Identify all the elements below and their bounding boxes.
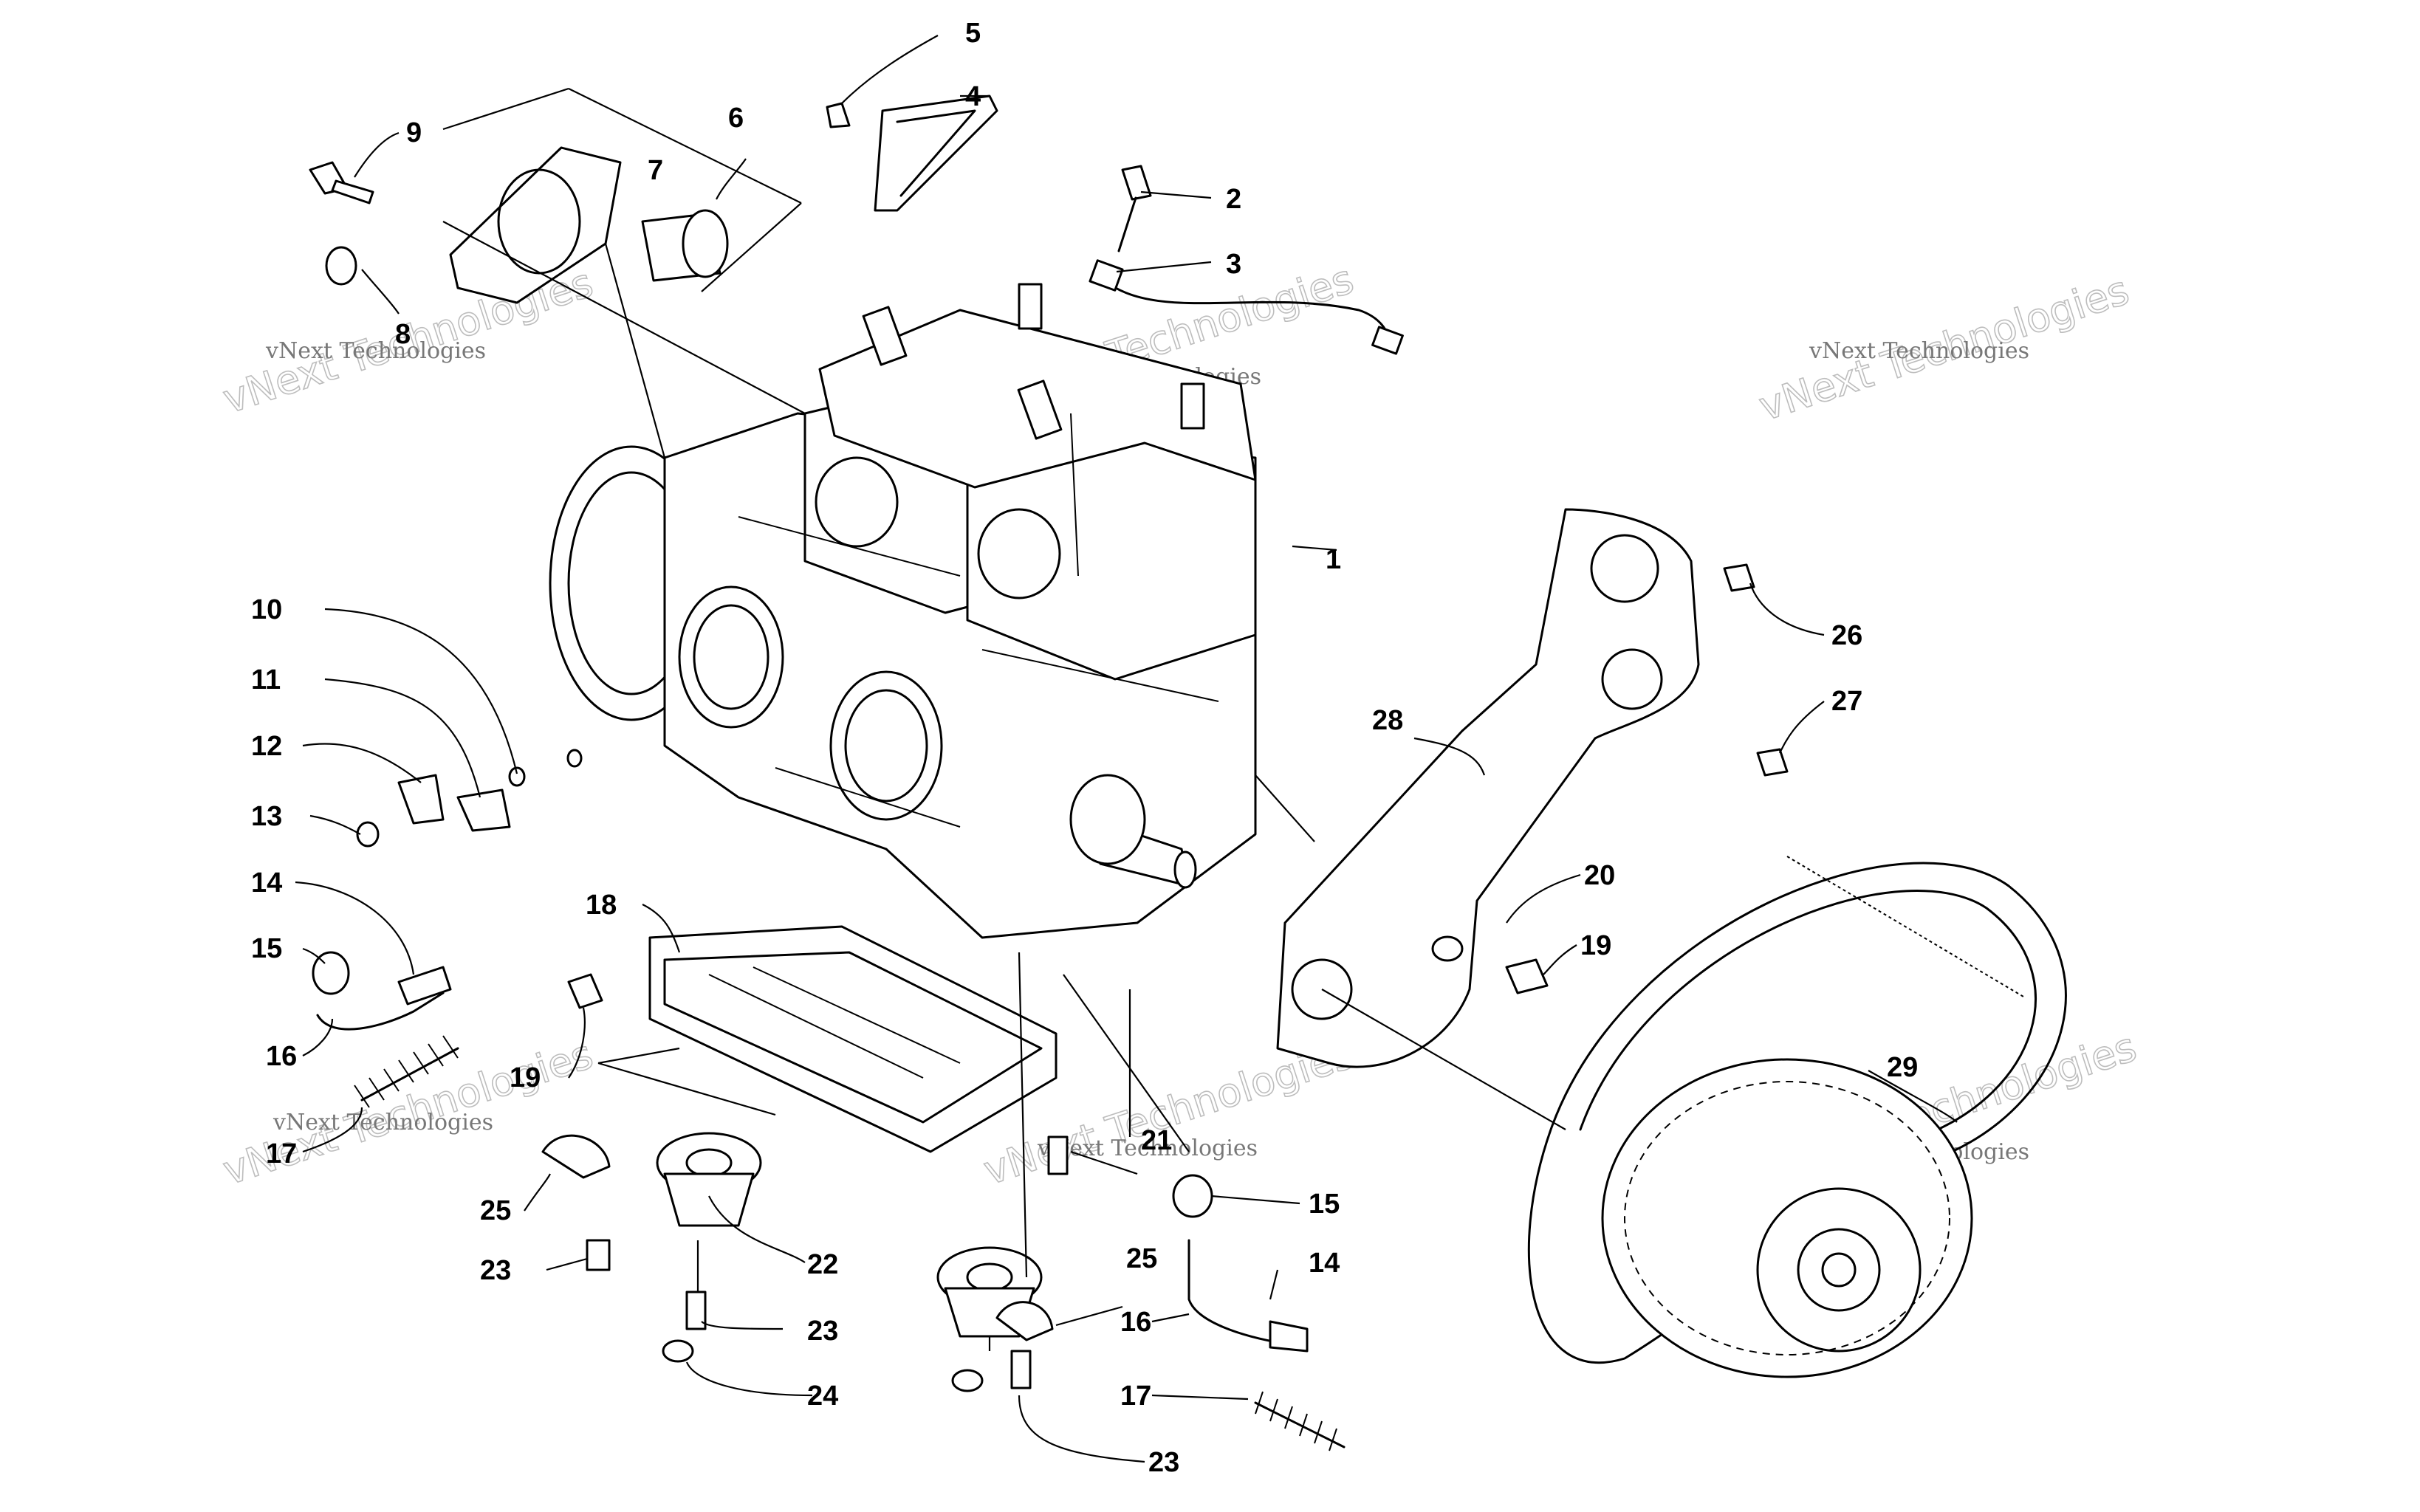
callout-14b: 14 (1309, 1248, 1340, 1279)
watermark-small: vNext Technologies (272, 1110, 493, 1135)
callout-18: 18 (586, 890, 617, 921)
callout-4: 4 (965, 81, 981, 112)
callout-23c: 23 (1148, 1447, 1179, 1478)
bolt (1756, 748, 1789, 777)
watermark-small: vNext Technologies (265, 338, 486, 364)
hose-cap (312, 951, 350, 995)
callout-15: 15 (251, 933, 282, 964)
clamp (397, 774, 445, 825)
callout-12: 12 (251, 731, 282, 762)
bushing (325, 246, 357, 286)
skid-plate (648, 925, 1058, 1153)
bolt (685, 1291, 707, 1330)
left-parts (309, 146, 729, 1108)
spark-plug (862, 306, 908, 366)
drive-belt (1527, 862, 2067, 1364)
recoil-handle (874, 94, 998, 212)
callout-21: 21 (1141, 1125, 1172, 1156)
right-hose-parts (1172, 1174, 1346, 1451)
callout-28: 28 (1372, 705, 1403, 736)
callout-27: 27 (1831, 686, 1862, 717)
callout-15b: 15 (1309, 1189, 1340, 1220)
callout-22: 22 (807, 1249, 838, 1280)
callout-labels: 1 2 3 4 5 6 7 8 9 10 11 12 13 14 15 16 1… (251, 18, 1918, 1478)
bolt (586, 1239, 611, 1271)
callout-19: 19 (510, 1062, 541, 1093)
engine-assembly (549, 94, 1404, 939)
hose-fitting (1269, 1320, 1309, 1353)
callout-8: 8 (395, 319, 411, 350)
callout-10: 10 (251, 594, 282, 625)
nut (356, 821, 380, 848)
callout-14: 14 (251, 867, 282, 898)
callout-19b: 19 (1580, 930, 1611, 961)
callout-7: 7 (648, 155, 663, 186)
callout-23: 23 (480, 1255, 511, 1286)
pto-flange (1069, 774, 1146, 865)
callout-6: 6 (728, 103, 744, 134)
callout-24: 24 (807, 1381, 838, 1412)
bolt (1505, 958, 1549, 994)
washer (662, 1339, 694, 1363)
leader-lines (295, 35, 1958, 1463)
clamp (541, 1134, 611, 1179)
clamp (995, 1301, 1054, 1341)
bolt (1010, 1350, 1032, 1389)
callout-25: 25 (480, 1195, 511, 1226)
bolt (1723, 563, 1755, 592)
engine-mounts (541, 1132, 1069, 1392)
clutch-sheave (1601, 1058, 1973, 1378)
washer (1431, 935, 1464, 962)
spark-plug (1018, 283, 1043, 330)
callout-11: 11 (251, 664, 281, 695)
callout-25b: 25 (1126, 1243, 1157, 1274)
callout-17b: 17 (1120, 1381, 1151, 1412)
watermark-small: vNext Technologies (1809, 338, 2029, 364)
clutch-and-belt (1527, 856, 2067, 1378)
watermark-small: vNext Technologies (1037, 1135, 1258, 1161)
intake-port (829, 670, 943, 821)
washer (566, 749, 583, 768)
callout-26: 26 (1831, 620, 1862, 651)
clutch-bracket (1276, 508, 1789, 1068)
sensor-body (1089, 259, 1124, 292)
spring (1254, 1401, 1346, 1449)
engine-mount-plate (648, 925, 1058, 1153)
callout-2: 2 (1226, 184, 1241, 215)
hose (1187, 1239, 1286, 1345)
exhaust-port (815, 456, 899, 548)
callout-17: 17 (266, 1138, 297, 1169)
callout-29: 29 (1887, 1052, 1918, 1083)
bolt (1047, 1135, 1069, 1175)
sensor-wire (1099, 275, 1390, 341)
bracket-plate (1276, 508, 1700, 1068)
bolt (567, 973, 603, 1009)
callout-20: 20 (1584, 860, 1615, 891)
spark-plug (1017, 379, 1063, 440)
hose-cap (1172, 1174, 1213, 1218)
callout-23b: 23 (807, 1316, 838, 1347)
washer (951, 1369, 984, 1392)
bolt-shank (1117, 196, 1137, 252)
rope-clip (826, 102, 851, 128)
callout-5: 5 (965, 18, 981, 49)
hose (316, 992, 445, 1031)
bolt (1121, 165, 1152, 201)
exhaust-port (977, 508, 1061, 599)
callout-1: 1 (1326, 544, 1341, 575)
clamp (456, 788, 511, 832)
washer (508, 766, 526, 787)
spark-plug (1180, 382, 1205, 430)
callout-3: 3 (1226, 249, 1241, 280)
callout-9: 9 (406, 117, 422, 148)
sensor-connector (1371, 326, 1404, 355)
callout-16: 16 (266, 1041, 297, 1072)
hose-fitting (397, 966, 452, 1006)
callout-13: 13 (251, 801, 282, 832)
callout-16b: 16 (1120, 1307, 1151, 1338)
